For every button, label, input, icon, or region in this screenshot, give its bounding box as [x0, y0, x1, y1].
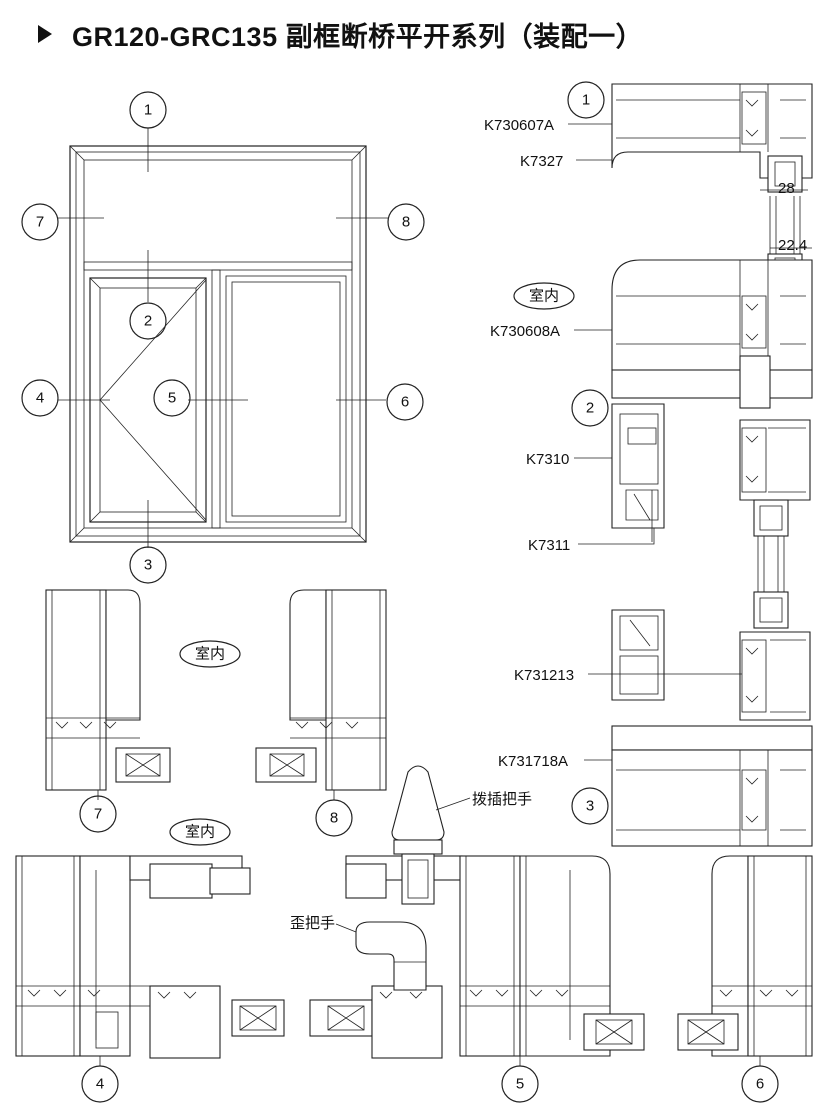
part-label-k730607a: K730607A [484, 117, 554, 134]
page-title-block: GR120-GRC135 副框断桥平开系列（装配一） [38, 16, 643, 52]
indoor-label-bottom: 室内 [169, 818, 231, 846]
indoor-label-right: 室内 [513, 282, 575, 310]
mullion [211, 269, 221, 529]
svg-text:1: 1 [582, 92, 590, 109]
svg-text:2: 2 [586, 400, 594, 417]
section-6: 6 [677, 855, 813, 1103]
svg-text:6: 6 [401, 394, 409, 411]
svg-text:7: 7 [36, 214, 44, 231]
marker-4: 4 [21, 379, 59, 417]
part-label-k731213: K731213 [514, 667, 574, 684]
indoor-label-middle: 室内 [179, 640, 241, 668]
transom [83, 261, 353, 271]
svg-text:2: 2 [144, 313, 152, 330]
svg-text:6: 6 [756, 1076, 764, 1093]
plug-handle-drawing: 拨插把手 [391, 765, 532, 905]
svg-text:8: 8 [402, 214, 410, 231]
plug-handle-label: 拨插把手 [472, 791, 532, 808]
svg-text:室内: 室内 [529, 288, 559, 305]
section-5: 5 [309, 855, 645, 1103]
svg-text:7: 7 [94, 806, 102, 823]
section-marker-1: 1 [567, 81, 605, 119]
marker-5: 5 [153, 379, 191, 417]
vertical-section: 28 22.4 [484, 81, 813, 847]
section-marker-2: 2 [571, 389, 609, 427]
marker-6: 6 [386, 383, 424, 421]
part-label-k731718a: K731718A [498, 753, 568, 770]
window-elevation: 1 2 3 4 5 6 7 8 [21, 91, 425, 584]
outer-frame [69, 145, 367, 543]
marker-7: 7 [21, 203, 59, 241]
svg-text:5: 5 [168, 390, 176, 407]
section-4: 4 [15, 855, 285, 1103]
section-marker-3: 3 [571, 787, 609, 825]
dimension-22-4: 22.4 [778, 237, 807, 254]
marker-3: 3 [129, 546, 167, 584]
section-7: 7 [45, 589, 171, 833]
triangle-bullet-icon [38, 25, 52, 43]
svg-text:3: 3 [144, 557, 152, 574]
page-title: GR120-GRC135 副框断桥平开系列（装配一） [72, 21, 644, 52]
part-label-k730608a: K730608A [490, 323, 560, 340]
dimension-28: 28 [778, 180, 795, 197]
section-8: 8 [255, 589, 387, 837]
svg-text:4: 4 [96, 1076, 104, 1093]
marker-2: 2 [129, 302, 167, 340]
svg-text:1: 1 [144, 102, 152, 119]
marker-8: 8 [387, 203, 425, 241]
part-label-k7327: K7327 [520, 153, 563, 170]
svg-text:3: 3 [586, 798, 594, 815]
svg-text:5: 5 [516, 1076, 524, 1093]
marker-1: 1 [129, 91, 167, 129]
svg-text:室内: 室内 [195, 646, 225, 663]
svg-text:4: 4 [36, 390, 44, 407]
part-label-k7311: K7311 [528, 537, 570, 554]
svg-text:8: 8 [330, 810, 338, 827]
crank-handle-drawing: 歪把手 [290, 915, 427, 991]
crank-handle-label: 歪把手 [290, 915, 335, 932]
svg-text:室内: 室内 [185, 824, 215, 841]
part-label-k7310: K7310 [526, 451, 569, 468]
